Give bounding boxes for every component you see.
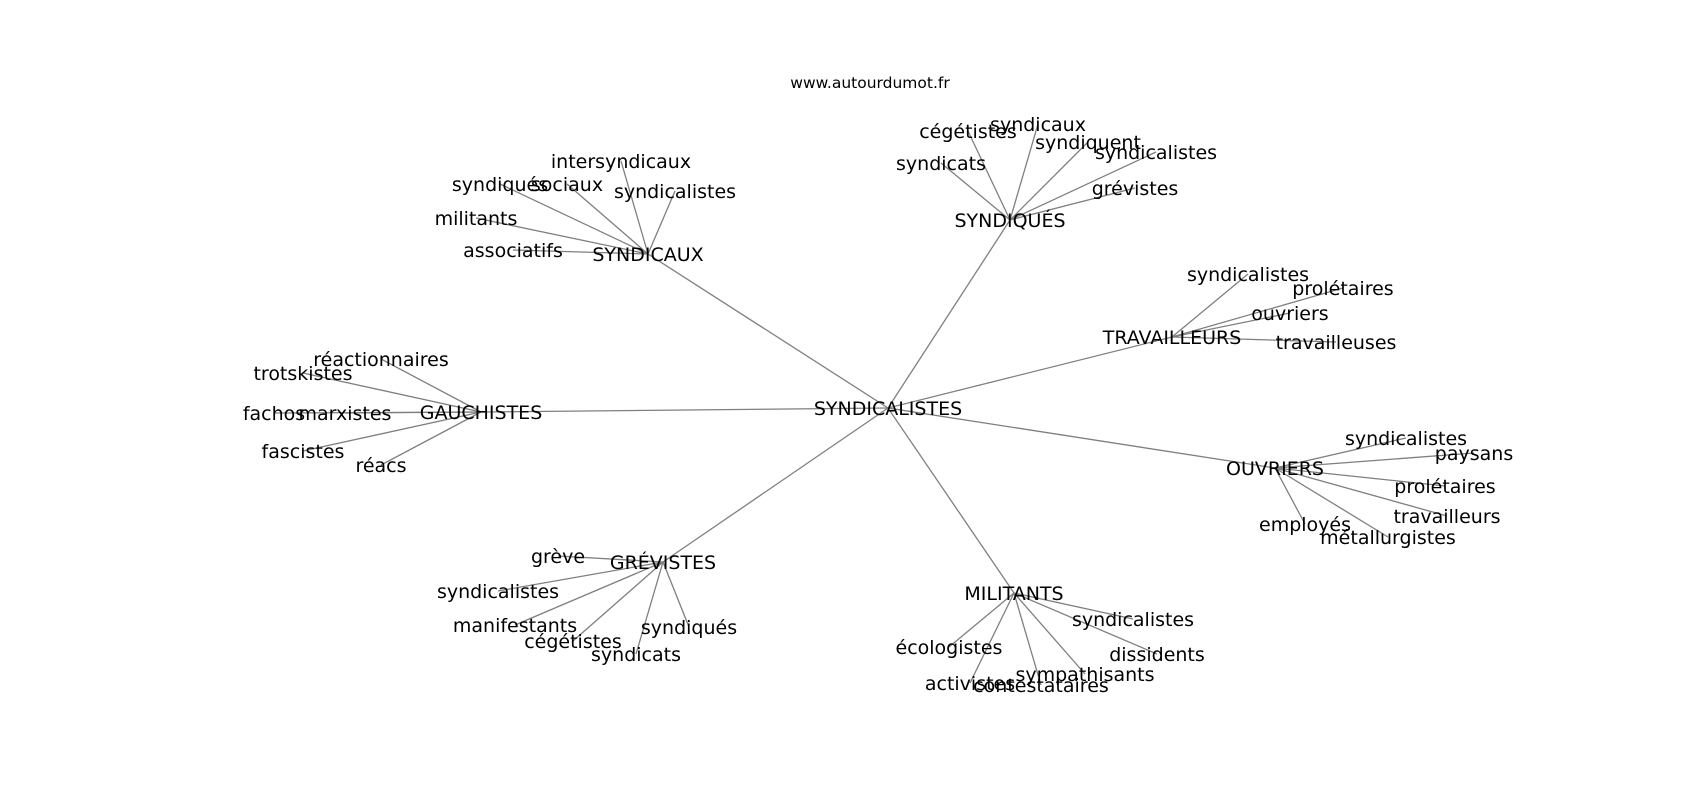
root-hub-edge (662, 407, 889, 563)
hub-leaf-edge (1171, 273, 1249, 338)
hub-leaf-edge (1009, 141, 1089, 221)
leaf-node-label: intersyndicaux (551, 151, 691, 173)
graph-labels: www.autourdumot.fr SYNDICALISTES SYNDICAU… (243, 74, 1513, 697)
hub-leaf-edge (1013, 592, 1158, 655)
hub-leaf-edge (1274, 452, 1475, 469)
leaf-node-label: associatifs (463, 240, 563, 262)
root-hub-edge (647, 253, 889, 409)
hub-leaf-edge (1009, 187, 1136, 221)
hub-leaf-edge (302, 372, 482, 413)
hub-leaf-edge (1171, 336, 1337, 343)
root-hub-edge (887, 407, 1015, 594)
root-node-label: SYNDICALISTES (814, 398, 962, 420)
leaf-node-label: syndicats (591, 644, 681, 666)
hub-leaf-edge (557, 555, 664, 563)
hub-node-label: GAUCHISTES (420, 402, 543, 424)
hub-leaf-edge (499, 183, 649, 255)
hub-node-label: OUVRIERS (1226, 458, 1324, 480)
hub-leaf-edge (1013, 592, 1134, 620)
leaf-node-label: syndicalistes (614, 181, 736, 203)
hub-leaf-edge (1274, 467, 1389, 538)
hub-leaf-edge (302, 411, 482, 452)
leaf-node-label: travailleurs (1393, 506, 1500, 528)
leaf-node-label: réacs (355, 455, 406, 477)
leaf-node-label: syndiqués (641, 617, 737, 639)
hub-leaf-edge (1171, 287, 1344, 338)
leaf-node-label: ouvriers (1251, 303, 1328, 325)
hub-leaf-edge (497, 561, 664, 592)
hub-node-label: TRAVAILLEURS (1102, 327, 1242, 349)
leaf-node-label: grève (531, 546, 585, 568)
leaf-node-label: syndiquent (1035, 132, 1141, 154)
hub-node-label: SYNDICAUX (592, 244, 703, 266)
hub-leaf-edge (572, 561, 664, 642)
leaf-node-label: travailleuses (1276, 332, 1397, 354)
hub-leaf-edge (1013, 592, 1086, 675)
root-hub-edge (887, 336, 1173, 409)
leaf-node-label: manifestants (453, 615, 577, 637)
hub-leaf-edge (1274, 467, 1448, 517)
hub-leaf-edge (512, 249, 649, 255)
hub-leaf-edge (969, 592, 1015, 684)
hub-leaf-edge (940, 162, 1011, 221)
leaf-node-label: cégétistes (524, 631, 622, 653)
leaf-node-label: fascistes (262, 441, 345, 463)
leaf-node-label: fachos (243, 403, 305, 425)
hub-leaf-edge (380, 358, 482, 413)
root-hub-edge (480, 407, 889, 413)
hub-leaf-edge (475, 217, 649, 255)
leaf-node-label: employés (1259, 514, 1351, 536)
leaf-node-label: syndicats (896, 153, 986, 175)
hub-leaf-edge (1009, 123, 1039, 221)
leaf-node-label: sociaux (531, 174, 603, 196)
hub-leaf-edge (1274, 437, 1407, 469)
leaf-node-label: syndicaux (990, 114, 1086, 136)
leaf-node-label: syndicalistes (1095, 142, 1217, 164)
leaf-node-label: activistes (925, 673, 1015, 695)
leaf-node-label: réactionnaires (313, 349, 449, 371)
leaf-node-label: grévistes (1092, 178, 1179, 200)
root-hub-edge (887, 407, 1276, 469)
leaf-node-label: syndicalistes (1345, 428, 1467, 450)
hub-leaf-edge (967, 130, 1011, 221)
leaf-node-label: contestataires (973, 675, 1109, 697)
site-watermark: www.autourdumot.fr (790, 74, 950, 92)
hub-leaf-edge (380, 411, 482, 466)
leaf-node-label: dissidents (1109, 644, 1205, 666)
leaf-node-label: syndiqués (452, 174, 548, 196)
hub-leaf-edge (1009, 151, 1157, 221)
leaf-node-label: marxistes (299, 403, 392, 425)
hub-leaf-edge (647, 190, 676, 255)
leaf-node-label: prolétaires (1292, 278, 1393, 300)
leaf-node-label: écologistes (896, 637, 1003, 659)
hub-leaf-edge (662, 561, 690, 628)
hub-leaf-edge (635, 561, 664, 655)
root-hub-edge (887, 219, 1011, 409)
hub-node-label: GRÉVISTES (610, 551, 716, 574)
hub-leaf-edge (1013, 592, 1042, 686)
hub-leaf-edge (620, 160, 649, 255)
hub-leaf-edge (514, 561, 664, 626)
hub-node-label: SYNDIQUÉS (954, 209, 1065, 232)
hub-leaf-edge (566, 183, 649, 255)
graph-edges (273, 123, 1475, 686)
leaf-node-label: militants (435, 208, 518, 230)
hub-node-label: MILITANTS (964, 583, 1063, 605)
leaf-node-label: syndicalistes (1072, 609, 1194, 631)
hub-leaf-edge (948, 592, 1015, 648)
hub-leaf-edge (1171, 312, 1291, 338)
leaf-node-label: prolétaires (1394, 476, 1495, 498)
leaf-node-label: trotskistes (253, 363, 352, 385)
hub-leaf-edge (1274, 467, 1446, 487)
leaf-node-label: sympathisants (1015, 664, 1154, 686)
hub-leaf-edge (1274, 467, 1306, 525)
leaf-node-label: syndicalistes (437, 581, 559, 603)
hub-leaf-edge (344, 411, 482, 414)
leaf-node-label: cégétistes (919, 121, 1017, 143)
leaf-node-label: syndicalistes (1187, 264, 1309, 286)
leaf-node-label: métallurgistes (1320, 527, 1456, 549)
leaf-node-label: paysans (1435, 443, 1513, 465)
